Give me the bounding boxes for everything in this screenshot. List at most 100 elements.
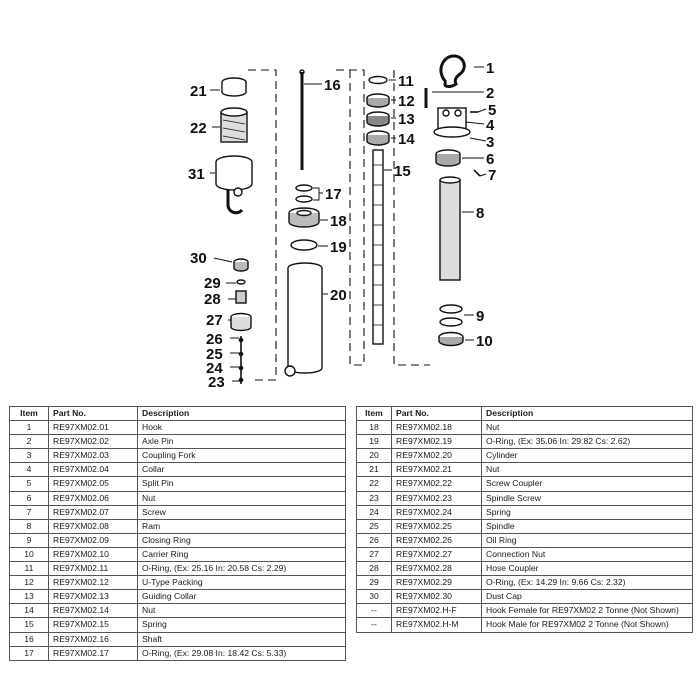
cell-description: Screw [137,504,346,520]
callout-11: 11 [398,73,414,90]
cell-description: Cylinder [481,448,693,464]
cell-item: 27 [356,546,392,563]
callout-22: 22 [190,120,207,137]
cell-item: 25 [356,518,392,534]
cell-part-no: RE97XM02.28 [391,561,482,577]
cell-item: 28 [356,561,392,577]
cell-description: Hook [137,420,346,436]
col-header-item: Item [9,405,49,422]
callout-28: 28 [204,291,221,308]
cell-part-no: RE97XM02.16 [48,631,138,647]
cell-item: -- [356,617,392,633]
cell-part-no: RE97XM02.07 [48,504,138,520]
callout-12: 12 [398,93,415,110]
cell-part-no: RE97XM02.20 [391,448,482,464]
part-29-o-ring [236,279,246,285]
cell-part-no: RE97XM02.12 [48,575,138,591]
cell-part-no: RE97XM02.19 [391,434,482,450]
cell-description: Spindle Screw [481,490,693,506]
cell-description: Nut [137,490,346,506]
cell-item: 29 [356,575,392,591]
cell-part-no: RE97XM02.13 [48,589,138,605]
callout-3: 3 [486,134,494,151]
cell-part-no: RE97XM02.27 [391,546,482,563]
cell-part-no: RE97XM02.08 [48,518,138,534]
cell-part-no: RE97XM02.26 [391,532,482,548]
part-7-screw [473,169,481,177]
cell-description: Connection Nut [481,546,693,563]
cell-part-no: RE97XM02.15 [48,617,138,633]
part-21-nut [221,77,247,97]
part-17-o-ring [295,195,313,203]
cell-description: O-Ring, (Ex: 35.06 In: 29.82 Cs: 2.62) [481,434,693,450]
cell-part-no: RE97XM02.21 [391,462,482,478]
cell-description: Spring [137,617,346,633]
callout-8: 8 [476,205,484,222]
cell-part-no: RE97XM02.11 [48,561,138,577]
cell-item: 5 [9,476,49,492]
callout-5: 5 [488,102,496,119]
cell-description: Nut [137,603,346,619]
cell-item: 12 [9,575,49,591]
cell-description: Hook Male for RE97XM02 2 Tonne (Not Show… [481,617,693,633]
callout-24: 24 [206,360,223,377]
cell-description: Hose Coupler [481,561,693,577]
cell-description: O-Ring, (Ex: 29.08 In: 18.42 Cs: 5.33) [137,645,346,661]
part-19-o-ring [290,239,318,251]
cell-description: Nut [481,420,693,436]
cell-part-no: RE97XM02.H-M [391,617,482,633]
cell-item: 6 [9,490,49,506]
cell-description: Carrier Ring [137,546,346,563]
cell-item: 16 [9,631,49,647]
callout-31: 31 [188,166,205,183]
cell-item: 30 [356,589,392,605]
part-9-closing-ring [439,317,463,327]
part-13-guiding-collar [366,111,390,127]
part-8-ram [439,176,461,281]
cell-item: 19 [356,434,392,450]
cell-description: Closing Ring [137,532,346,548]
callout-25: 25 [206,346,223,363]
cell-description: O-Ring, (Ex: 14.29 In: 9.66 Cs: 2.32) [481,575,693,591]
callout-15: 15 [394,163,411,180]
callout-6: 6 [486,151,494,168]
cell-part-no: RE97XM02.06 [48,490,138,506]
callout-16: 16 [324,77,341,94]
cell-part-no: RE97XM02.17 [48,645,138,661]
cell-item: 17 [9,645,49,661]
callout-10: 10 [476,333,493,350]
cell-description: Ram [137,518,346,534]
cell-part-no: RE97XM02.01 [48,420,138,436]
part-23-26-spindle-stack [238,336,244,384]
cell-item: 21 [356,462,392,478]
cell-item: 14 [9,603,49,619]
callout-20: 20 [330,287,347,304]
callout-13: 13 [398,111,415,128]
cell-item: 24 [356,504,392,520]
table-header-row: Item Part No. Description [356,405,693,422]
cell-description: Spring [481,504,693,520]
col-header-description: Description [481,405,693,422]
cell-item: 2 [9,434,49,450]
cell-item: 1 [9,420,49,436]
cell-part-no: RE97XM02.02 [48,434,138,450]
cell-part-no: RE97XM02.23 [391,490,482,506]
